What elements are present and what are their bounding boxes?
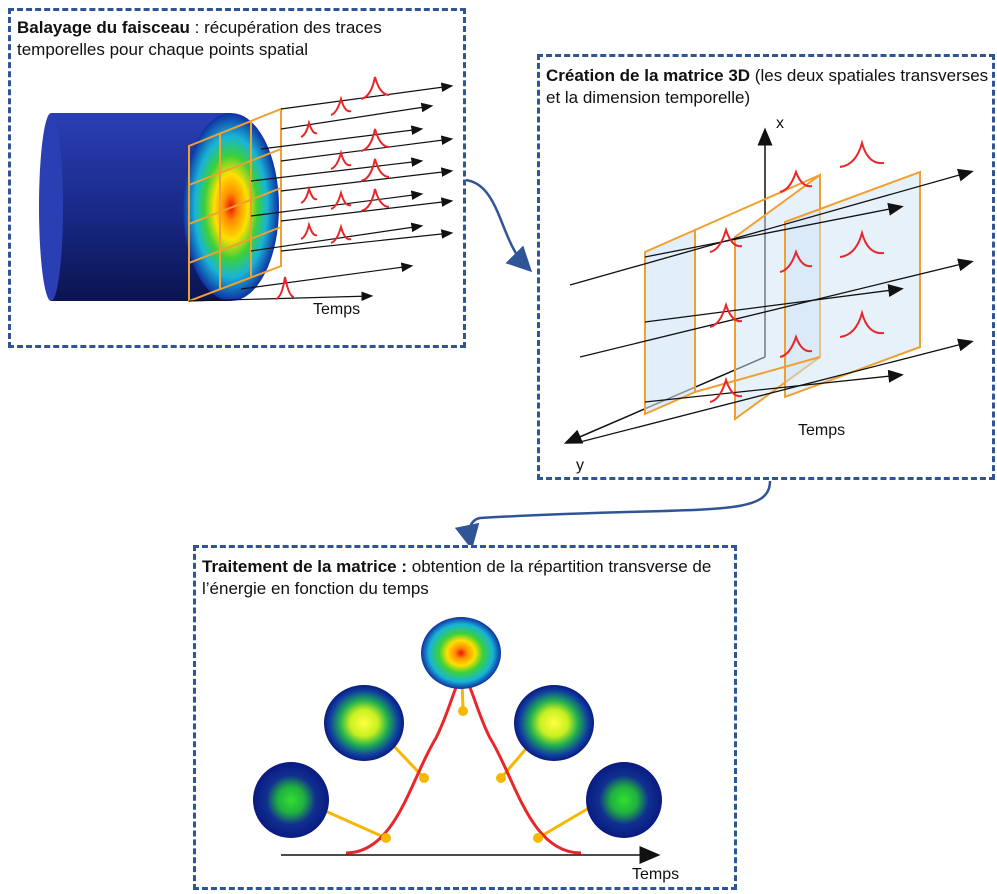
matrix-title-bold: Création de la matrice 3D — [546, 66, 751, 85]
matrix-time-lines — [569, 168, 974, 443]
scan-title-rest: : récupération des traces temporelles po… — [17, 18, 382, 59]
profile-peak — [421, 617, 501, 689]
processing-title-bold: Traitement de la matrice : — [202, 557, 408, 576]
matrix-panel: Création de la matrice 3D (les deux spat… — [537, 54, 995, 480]
axis-x-label: x — [776, 115, 784, 132]
processing-caption: Traitement de la matrice : obtention de … — [202, 556, 732, 600]
cylinder-back — [39, 113, 63, 301]
curve-nodes — [381, 706, 543, 843]
processing-title-rest: obtention de la répartition transverse d… — [202, 557, 712, 598]
processing-time-label: Temps — [632, 866, 680, 883]
scan-time-label: Temps — [313, 301, 361, 318]
profile-start — [253, 762, 329, 838]
connector-matrix-to-processing — [454, 480, 772, 550]
axis-y-label: y — [576, 457, 584, 474]
scan-illustration — [39, 76, 454, 303]
matrix-illustration — [563, 127, 974, 444]
pulses — [275, 76, 390, 300]
matrix-caption: Création de la matrice 3D (les deux spat… — [546, 65, 991, 109]
scan-caption: Balayage du faisceau : récupération des … — [17, 17, 457, 61]
scan-grid — [188, 107, 282, 303]
profile-rise — [324, 685, 404, 761]
matrix-time-label: Temps — [798, 422, 846, 439]
scan-title-bold: Balayage du faisceau — [17, 18, 190, 37]
matrix-title-rest: (les deux spatiales transverses et la di… — [546, 66, 989, 107]
matrix-planes — [644, 170, 921, 421]
matrix-pulses — [709, 139, 885, 403]
connector-scan-to-matrix — [465, 178, 533, 273]
processing-panel: Traitement de la matrice : obtention de … — [193, 545, 737, 890]
profile-fall — [514, 685, 594, 761]
scan-panel: Balayage du faisceau : récupération des … — [8, 8, 466, 348]
processing-illustration — [253, 617, 662, 864]
profile-end — [586, 762, 662, 838]
